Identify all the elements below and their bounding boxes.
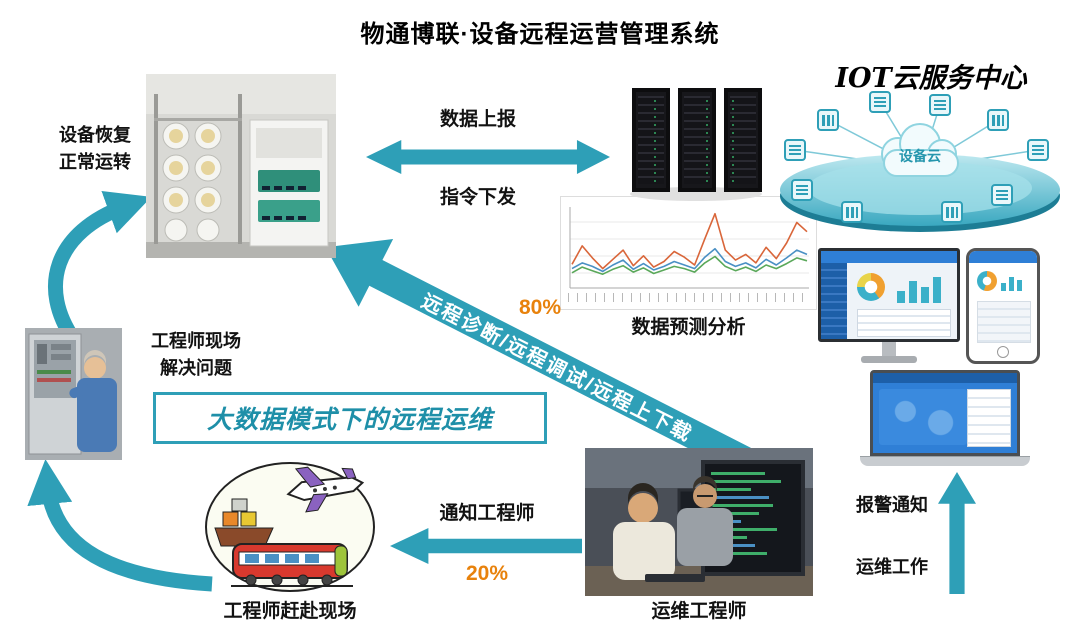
report-document-icon (941, 201, 963, 223)
server-icon (929, 94, 951, 116)
ops-engineers-photo (585, 448, 813, 596)
donut-chart-widget (857, 273, 885, 301)
cloud-platform-svg (780, 101, 1060, 232)
device-recovery-label: 设备恢复 正常运转 (59, 125, 131, 172)
dashboard-laptop (860, 370, 1030, 466)
dashboard-monitor (818, 248, 960, 363)
bar-chart-widget (897, 273, 949, 303)
engineer-onsite-label: 工程师现场 解决问题 (151, 331, 241, 378)
document-icon (784, 139, 806, 161)
page-title: 物通博联·设备远程运营管理系统 (360, 21, 720, 48)
onsite-engineer-photo (25, 328, 122, 460)
dashboard-icon (869, 91, 891, 113)
trend-chart-svg (569, 207, 809, 289)
recovery-curved-arrow (47, 190, 152, 345)
monitor-icon (987, 109, 1009, 131)
phone-bars-widget (1001, 273, 1029, 291)
table-widget (857, 309, 951, 337)
alarm-notice-label: 报警通知 (856, 495, 928, 515)
dashboard-phone (966, 248, 1040, 364)
server-rack-image (630, 88, 762, 201)
laptop-screen (870, 370, 1020, 456)
iot-cloud-platform: 设备云 (770, 90, 1070, 245)
big-data-mode-box: 大数据模式下的远程运维 (153, 392, 547, 444)
file-icon (791, 179, 813, 201)
big-data-mode-text: 大数据模式下的远程运维 (206, 406, 493, 434)
chart-caption: 数据预测分析 (631, 317, 746, 338)
tablet-icon (1027, 139, 1049, 161)
phone-icon (991, 184, 1013, 206)
onsite-curved-arrow (27, 459, 213, 592)
data-report-label: 数据上报 (439, 109, 516, 130)
phone-donut-widget (977, 271, 997, 291)
stats-widget (967, 389, 1011, 447)
home-button (997, 346, 1009, 358)
iot-center-title: IOT云服务中心 (835, 63, 1027, 94)
transport-clipart (205, 462, 375, 592)
banner-percent-label: 80% (518, 296, 562, 319)
device-cloud-label: 设备云 (899, 148, 941, 164)
monitor-screen (818, 248, 960, 342)
phone-list-widget (977, 301, 1031, 343)
ops-engineer-caption: 运维工程师 (651, 601, 747, 622)
notify-percent-label: 20% (465, 562, 509, 585)
transport-caption: 工程师赶赴现场 (223, 601, 357, 622)
chart-bar-icon (841, 201, 863, 223)
equipment-photo (146, 74, 336, 258)
notify-engineer-label: 通知工程师 (439, 503, 535, 524)
x-axis-tick-labels (568, 293, 811, 302)
ops-work-label: 运维工作 (856, 557, 928, 577)
map-widget (879, 389, 967, 445)
command-dispatch-label: 指令下发 (439, 187, 516, 208)
line-chart-icon (817, 109, 839, 131)
